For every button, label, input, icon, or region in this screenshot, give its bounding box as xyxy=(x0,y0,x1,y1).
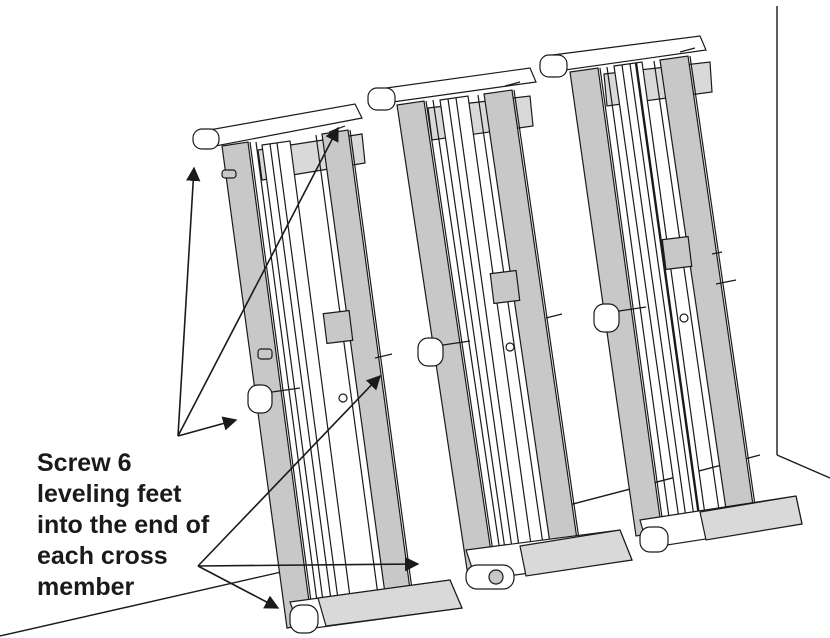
frame-3-top-left-foot xyxy=(539,54,568,78)
frame-2-mid-foot xyxy=(417,337,444,367)
arrow-to-bottom-left-foot xyxy=(197,565,280,609)
arrow-to-top-right-end xyxy=(177,126,339,437)
arrow-to-mid-foot xyxy=(177,416,238,437)
frame-2-bottom-panel xyxy=(519,529,633,577)
callout-line-5: member xyxy=(37,573,135,601)
frame-1-bottom-panel xyxy=(317,579,463,627)
callout-line-3: into the end of xyxy=(37,511,210,539)
callout-line-2: leveling feet xyxy=(37,480,182,508)
callout-arrows xyxy=(177,126,420,609)
frame-1-top-left-foot xyxy=(192,128,220,150)
arrow-to-top-left-foot xyxy=(177,166,201,437)
callout-text: Screw 6 leveling feet into the end of ea… xyxy=(37,448,237,603)
callout-line-1: Screw 6 xyxy=(37,449,132,477)
arrow-to-bottom-right-end xyxy=(197,556,420,572)
floor-front-line xyxy=(0,569,291,637)
frame-1-mid-foot xyxy=(247,384,273,414)
frame-3-bottom-foot xyxy=(639,526,669,553)
floor-right-line xyxy=(776,454,830,479)
frame-2 xyxy=(367,67,633,590)
callout-line-4: each cross xyxy=(37,542,168,570)
frame-3 xyxy=(539,35,803,553)
frame-1 xyxy=(192,103,463,634)
frame-3-mid-foot xyxy=(593,303,620,333)
arrow-to-center-end xyxy=(197,374,381,567)
frame-3-bottom-panel xyxy=(699,495,803,541)
frame-1-bottom-foot xyxy=(289,604,319,634)
frame-2-top-left-foot xyxy=(367,87,396,111)
